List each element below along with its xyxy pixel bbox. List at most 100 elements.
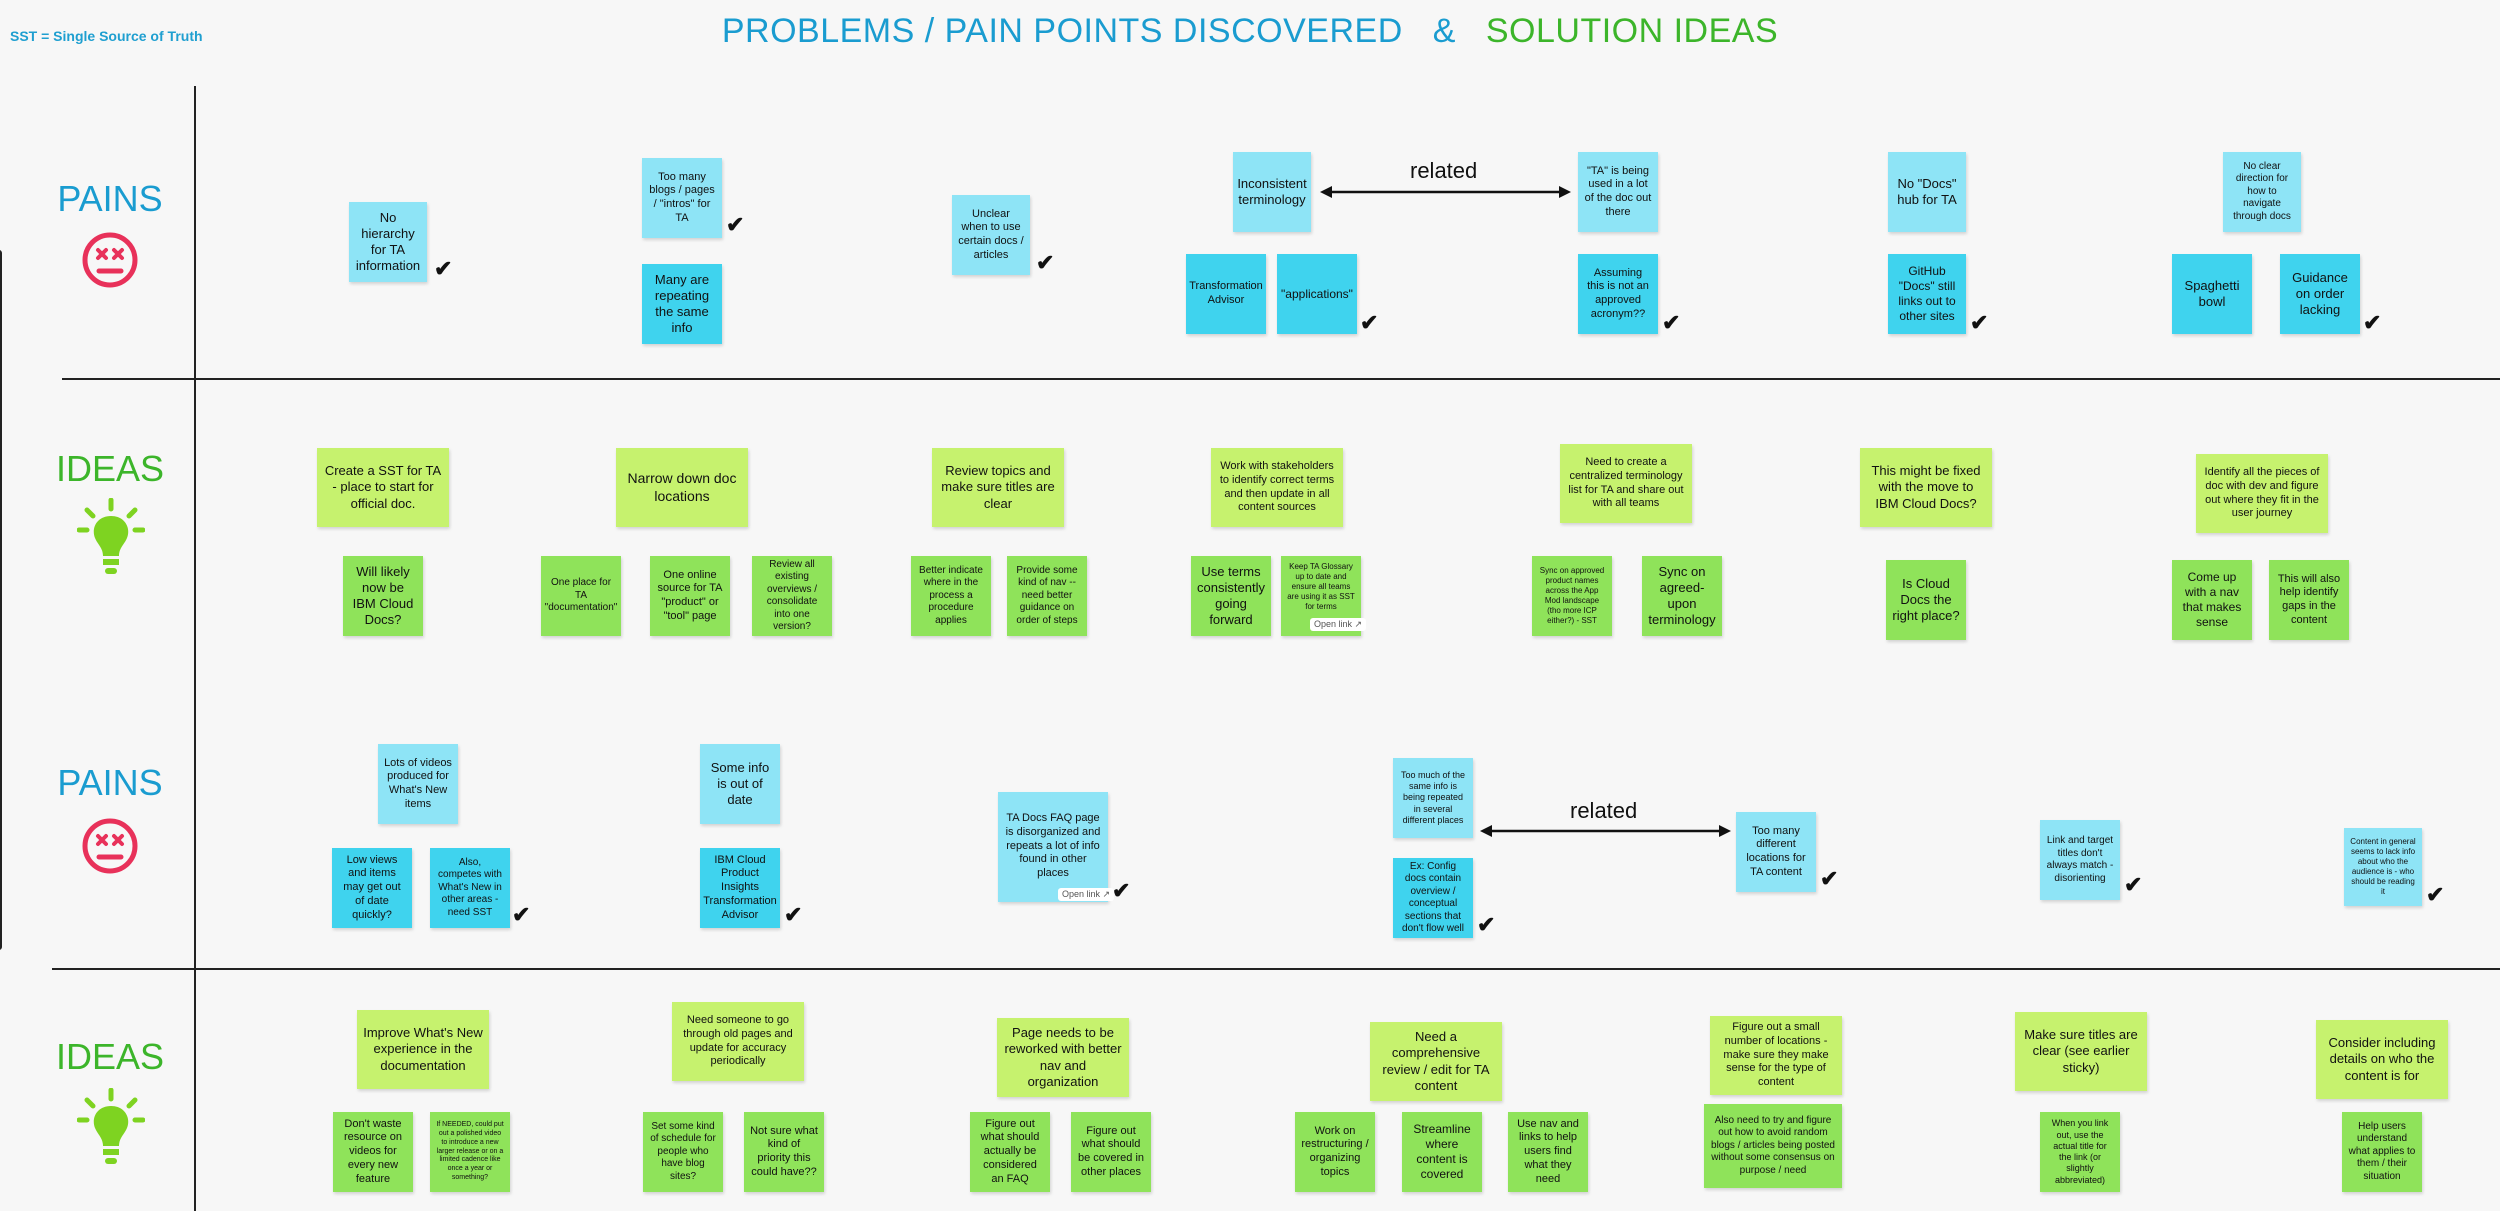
sticky-note[interactable]: Streamline where content is covered xyxy=(1402,1112,1482,1192)
sticky-note[interactable]: Sync on approved product names across th… xyxy=(1532,556,1612,636)
sticky-note[interactable]: Don't waste resource on videos for every… xyxy=(333,1112,413,1192)
double-arrow-connector[interactable] xyxy=(1318,182,1573,202)
left-edge-bar[interactable] xyxy=(0,250,2,950)
check-icon: ✔ xyxy=(1820,866,1839,891)
sticky-note[interactable]: Lots of videos produced for What's New i… xyxy=(378,744,458,824)
sticky-note[interactable]: Spaghetti bowl xyxy=(2172,254,2252,334)
sticky-note[interactable]: Many are repeating the same info xyxy=(642,264,722,344)
row-label-pains-1: PAINS xyxy=(57,178,163,219)
sticky-note[interactable]: Need someone to go through old pages and… xyxy=(672,1002,804,1081)
sticky-note[interactable]: One place for TA "documentation" xyxy=(541,556,621,636)
sticky-note[interactable]: Page needs to be reworked with better na… xyxy=(997,1018,1129,1097)
sticky-note[interactable]: Sync on agreed-upon terminology xyxy=(1642,556,1722,636)
sticky-note[interactable]: Improve What's New experience in the doc… xyxy=(357,1010,489,1089)
sticky-note[interactable]: Figure out what should be covered in oth… xyxy=(1071,1112,1151,1192)
sticky-note[interactable]: Also need to try and figure out how to a… xyxy=(1704,1104,1842,1188)
title-solutions: SOLUTION IDEAS xyxy=(1485,12,1779,50)
sticky-note[interactable]: Also, competes with What's New in other … xyxy=(430,848,510,928)
sticky-note[interactable]: No "Docs" hub for TA xyxy=(1888,152,1966,232)
sticky-note[interactable]: Content in general seems to lack info ab… xyxy=(2344,828,2422,906)
check-icon: ✔ xyxy=(1360,310,1379,335)
check-icon: ✔ xyxy=(2426,882,2445,907)
sticky-note[interactable]: Use nav and links to help users find wha… xyxy=(1508,1112,1588,1192)
sticky-note[interactable]: Some info is out of date xyxy=(700,744,780,824)
sticky-note[interactable]: Transformation Advisor xyxy=(1186,254,1266,334)
sticky-note[interactable]: GitHub "Docs" still links out to other s… xyxy=(1888,254,1966,334)
sticky-note[interactable]: Not sure what kind of priority this coul… xyxy=(744,1112,824,1192)
check-icon: ✔ xyxy=(2124,872,2143,897)
sticky-note[interactable]: Make sure titles are clear (see earlier … xyxy=(2015,1012,2147,1091)
sticky-note[interactable]: Come up with a nav that makes sense xyxy=(2172,560,2252,640)
sticky-note[interactable]: No clear direction for how to navigate t… xyxy=(2223,152,2301,232)
vertical-divider xyxy=(194,86,196,1211)
sticky-note[interactable]: Too many different locations for TA cont… xyxy=(1736,812,1816,892)
sticky-note[interactable]: Work on restructuring / organizing topic… xyxy=(1295,1112,1375,1192)
check-icon: ✔ xyxy=(784,902,803,927)
check-icon: ✔ xyxy=(1036,250,1055,275)
check-icon: ✔ xyxy=(1970,310,1989,335)
row-divider-2 xyxy=(52,968,2500,970)
sticky-note[interactable]: Assuming this is not an approved acronym… xyxy=(1578,254,1658,334)
sticky-note[interactable]: Low views and items may get out of date … xyxy=(332,848,412,928)
sticky-note[interactable]: One online source for TA "product" or "t… xyxy=(650,556,730,636)
sticky-note[interactable]: Need a comprehensive review / edit for T… xyxy=(1370,1022,1502,1101)
title-pains: PROBLEMS / PAIN POINTS DISCOVERED xyxy=(721,12,1403,50)
check-icon: ✔ xyxy=(1477,912,1496,937)
sticky-note[interactable]: Unclear when to use certain docs / artic… xyxy=(952,195,1030,275)
sticky-note[interactable]: Better indicate where in the process a p… xyxy=(911,556,991,636)
sticky-note[interactable]: If NEEDED, could put out a polished vide… xyxy=(430,1112,510,1192)
sticky-note[interactable]: Guidance on order lacking xyxy=(2280,254,2360,334)
legend-note: SST = Single Source of Truth xyxy=(10,28,203,44)
check-icon: ✔ xyxy=(512,902,531,927)
sticky-note[interactable]: Help users understand what applies to th… xyxy=(2342,1112,2422,1192)
check-icon: ✔ xyxy=(2363,310,2382,335)
check-icon: ✔ xyxy=(726,212,745,237)
sticky-note[interactable]: Link and target titles don't always matc… xyxy=(2040,820,2120,900)
check-icon: ✔ xyxy=(1662,310,1681,335)
sticky-note[interactable]: TA Docs FAQ page is disorganized and rep… xyxy=(998,792,1108,902)
check-icon: ✔ xyxy=(1112,878,1131,903)
related-label: related xyxy=(1570,798,1638,823)
lightbulb-icon xyxy=(77,1088,145,1164)
sticky-note[interactable]: Need to create a centralized terminology… xyxy=(1560,444,1692,523)
board-title: PROBLEMS / PAIN POINTS DISCOVERED & SOLU… xyxy=(0,12,2500,51)
row-label-pains-2: PAINS xyxy=(57,762,163,803)
row-divider-1 xyxy=(62,378,2500,380)
open-link-button[interactable]: Open link ↗ xyxy=(1310,618,1367,631)
sticky-note[interactable]: This might be fixed with the move to IBM… xyxy=(1860,448,1992,527)
double-arrow-connector[interactable] xyxy=(1478,821,1733,841)
sticky-note[interactable]: Inconsistent terminology xyxy=(1233,152,1311,232)
lightbulb-icon xyxy=(77,498,145,574)
sticky-note[interactable]: "TA" is being used in a lot of the doc o… xyxy=(1578,152,1658,232)
sticky-note[interactable]: Too much of the same info is being repea… xyxy=(1393,758,1473,838)
sticky-note[interactable]: Use terms consistently going forward xyxy=(1191,556,1271,636)
sticky-note[interactable]: Is Cloud Docs the right place? xyxy=(1886,560,1966,640)
open-link-button[interactable]: Open link ↗ xyxy=(1058,888,1115,901)
sticky-note[interactable]: Create a SST for TA - place to start for… xyxy=(317,448,449,527)
sticky-note[interactable]: Figure out what should actually be consi… xyxy=(970,1112,1050,1192)
sticky-note[interactable]: Provide some kind of nav -- need better … xyxy=(1007,556,1087,636)
sticky-note[interactable]: Figure out a small number of locations -… xyxy=(1710,1016,1842,1095)
sticky-note[interactable]: Review topics and make sure titles are c… xyxy=(932,448,1064,527)
sticky-note[interactable]: Review all existing overviews / consolid… xyxy=(752,556,832,636)
sticky-note[interactable]: Too many blogs / pages / "intros" for TA xyxy=(642,158,722,238)
sticky-note[interactable]: Work with stakeholders to identify corre… xyxy=(1211,448,1343,527)
frown-face-icon xyxy=(82,232,138,288)
frown-face-icon xyxy=(82,818,138,874)
sticky-note[interactable]: Identify all the pieces of doc with dev … xyxy=(2196,454,2328,533)
sticky-note[interactable]: IBM Cloud Product Insights Transformatio… xyxy=(700,848,780,928)
sticky-note[interactable]: Set some kind of schedule for people who… xyxy=(643,1112,723,1192)
row-label-ideas-1: IDEAS xyxy=(55,448,165,489)
sticky-note[interactable]: This will also help identify gaps in the… xyxy=(2269,560,2349,640)
sticky-note[interactable]: When you link out, use the actual title … xyxy=(2040,1112,2120,1192)
sticky-note[interactable]: Narrow down doc locations xyxy=(616,448,748,527)
sticky-note[interactable]: Consider including details on who the co… xyxy=(2316,1020,2448,1099)
sticky-note[interactable]: No hierarchy for TA information xyxy=(349,202,427,282)
check-icon: ✔ xyxy=(434,256,453,281)
sticky-note[interactable]: Ex: Config docs contain overview / conce… xyxy=(1393,858,1473,938)
sticky-note[interactable]: "applications" xyxy=(1277,254,1357,334)
related-label: related xyxy=(1410,158,1478,183)
title-ampersand: & xyxy=(1432,12,1456,50)
sticky-note[interactable]: Will likely now be IBM Cloud Docs? xyxy=(343,556,423,636)
row-label-ideas-2: IDEAS xyxy=(55,1036,165,1077)
